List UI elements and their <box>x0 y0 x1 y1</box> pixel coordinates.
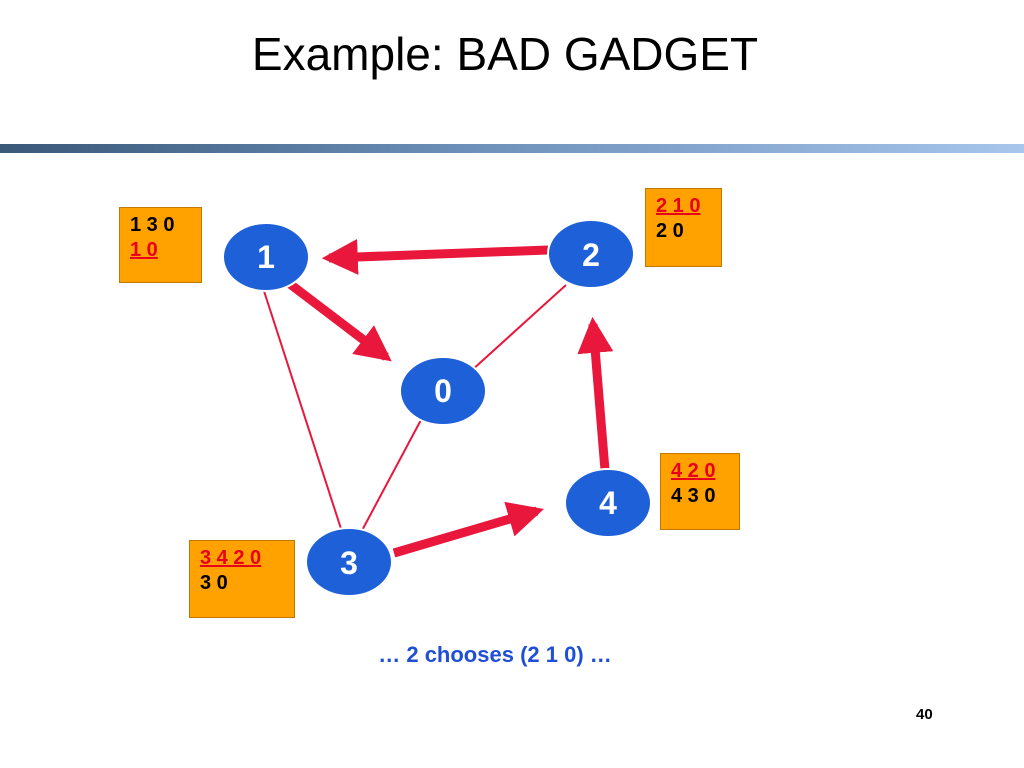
page-number: 40 <box>916 706 933 723</box>
node-3: 3 <box>305 527 393 597</box>
arrow-3-to-4 <box>392 501 544 558</box>
node-1-route-2-chosen: 1 0 <box>130 239 158 261</box>
arrow-2-to-1 <box>321 238 549 275</box>
node-2-route-2: 2 0 <box>656 220 684 242</box>
title-divider <box>0 144 1024 153</box>
node-3-route-1-chosen: 3 4 2 0 <box>200 547 262 569</box>
node-0-label: 0 <box>434 373 452 409</box>
node-4-label: 4 <box>599 485 617 521</box>
node-1-route-box: 1 3 0 1 0 <box>119 207 202 283</box>
slide-caption: … 2 chooses (2 1 0) … <box>378 642 612 667</box>
link-2-0 <box>470 284 567 372</box>
node-4-route-2: 4 3 0 <box>671 485 716 507</box>
link-1-3 <box>263 290 345 539</box>
node-2-route-1-chosen: 2 1 0 <box>656 195 701 217</box>
node-3-route-2: 3 0 <box>200 572 228 594</box>
node-1-label: 1 <box>257 239 275 275</box>
link-0-3 <box>357 417 423 539</box>
node-2: 2 <box>547 219 635 289</box>
node-3-label: 3 <box>340 545 358 581</box>
node-1-route-1: 1 3 0 <box>130 214 175 236</box>
node-3-route-box: 3 4 2 0 3 0 <box>189 540 295 618</box>
node-2-route-box: 2 1 0 2 0 <box>645 188 722 267</box>
node-4: 4 <box>564 468 652 538</box>
arrow-1-to-0 <box>287 280 392 362</box>
node-4-route-box: 4 2 0 4 3 0 <box>660 453 740 530</box>
node-4-route-1-chosen: 4 2 0 <box>671 460 716 482</box>
slide-title: Example: BAD GADGET <box>251 28 759 80</box>
node-0: 0 <box>399 356 487 426</box>
node-1: 1 <box>222 222 310 292</box>
node-2-label: 2 <box>582 237 600 273</box>
arrow-4-to-2 <box>577 316 614 471</box>
